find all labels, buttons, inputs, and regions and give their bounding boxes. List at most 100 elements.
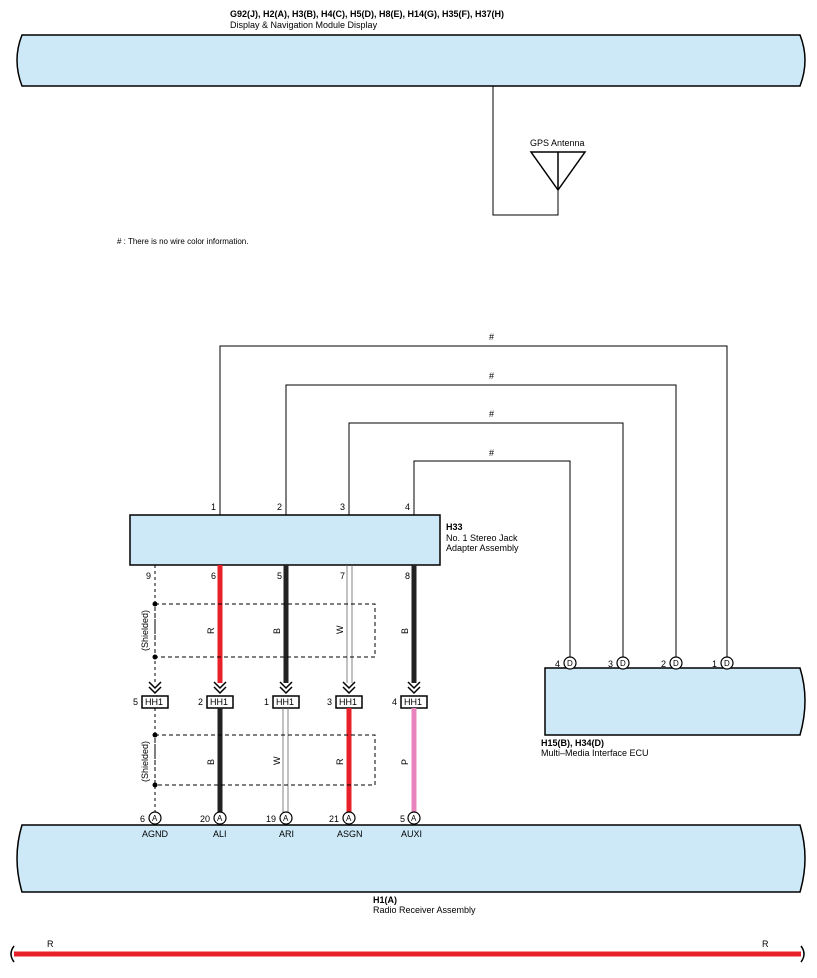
junction-pin: 5 [133,697,138,707]
wire-color-code: R [206,627,216,634]
stereo-jack-name-1: No. 1 Stereo Jack [446,533,518,543]
shield-node [152,601,158,607]
signal-name: AGND [142,829,169,839]
gps-antenna-wire [492,86,559,216]
shielded-label: (Shielded) [140,610,150,651]
junction-box [141,695,428,709]
no-color-mark: # [489,332,494,342]
connector-letter: D [567,659,573,668]
junction-pin: 3 [327,697,332,707]
connector-arrow-icon [148,681,421,695]
stereo-jack-adapter[interactable]: H33 No. 1 Stereo Jack Adapter Assembly 1… [129,502,519,581]
wire-color-code: P [400,759,410,765]
junction-hh1[interactable]: HH1 HH1 HH1 HH1 HH1 5 2 1 3 4 [133,681,428,709]
connector-pin-icon [279,811,293,825]
junction-name: HH1 [210,697,228,707]
stereo-jack-top-pin: 1 [211,502,216,512]
wire-pin3-to-mmi3 [348,422,624,657]
radio-pin-number: 21 [329,814,339,824]
connector-letter: D [724,659,730,668]
stereo-jack-top-pin: 3 [340,502,345,512]
radio-receiver-name: Radio Receiver Assembly [373,905,476,915]
junction-pin: 4 [392,697,397,707]
radio-pin-number: 5 [400,814,405,824]
no-color-wires: # # # # [219,332,728,657]
display-navigation-module[interactable]: G92(J), H2(A), H3(B), H4(C), H5(D), H8(E… [16,9,806,87]
mmi-ecu[interactable]: D D D D 4 3 2 1 H15(B), H34(D) Multi–Med… [541,656,806,758]
connector-letter: A [346,814,352,823]
shielded-label: (Shielded) [140,741,150,782]
wire-pin4-to-mmi4 [413,460,571,657]
no-color-mark: # [489,409,494,419]
connector-letter: A [217,814,223,823]
power-line-left-bracket [10,945,15,963]
connector-letter: D [620,659,626,668]
mmi-ecu-body [544,667,806,736]
shield-node [152,732,158,738]
lower-wire-group: (Shielded) B W R P [140,708,417,812]
wire-pin2-to-mmi2 [285,384,677,657]
wire-color-code: B [206,759,216,765]
stereo-jack-bottom-pin: 7 [340,571,345,581]
connector-pin-icon [669,656,683,670]
junction-name: HH1 [145,697,163,707]
power-line: R R [10,939,805,963]
wire-color-code: W [335,625,345,634]
junction-pin: 2 [198,697,203,707]
stereo-jack-body [129,514,441,566]
mmi-ecu-name: Multi–Media Interface ECU [541,748,649,758]
mmi-pin-number: 4 [555,659,560,669]
mmi-pin-number: 2 [661,659,666,669]
upper-wire-group: (Shielded) R B W B [140,565,417,683]
connector-pin-icon [616,656,630,670]
shield-box-lower [154,734,376,786]
connector-pin-icon [407,811,421,825]
gps-antenna-label: GPS Antenna [530,138,585,148]
gps-antenna: GPS Antenna [492,86,587,216]
radio-receiver-code: H1(A) [373,895,397,905]
display-module-body [16,34,806,87]
stereo-jack-top-pin: 4 [405,502,410,512]
shield-node [152,782,158,788]
stereo-jack-bottom-pin: 6 [211,571,216,581]
wire-color-code: W [272,756,282,765]
stereo-jack-bottom-pin: 8 [405,571,410,581]
junction-pin: 1 [264,697,269,707]
mmi-pin-number: 1 [712,659,717,669]
stereo-jack-bottom-pin: 9 [146,571,151,581]
radio-pin-number: 6 [140,814,145,824]
connector-letter: A [283,814,289,823]
junction-name: HH1 [339,697,357,707]
radio-receiver-body [16,824,806,893]
junction-name: HH1 [404,697,422,707]
connector-pin-icon [563,656,577,670]
power-line-label-left: R [47,939,54,949]
display-module-name: Display & Navigation Module Display [230,20,378,30]
connector-letter: A [411,814,417,823]
wire-color-code: R [335,758,345,765]
shield-node [152,654,158,660]
power-line-label-right: R [762,939,769,949]
stereo-jack-top-pin: 2 [277,502,282,512]
mmi-pin-number: 3 [608,659,613,669]
radio-pin-number: 20 [200,814,210,824]
power-line-right-bracket [800,945,805,963]
shield-box-upper [154,603,376,658]
radio-pin-number: 19 [266,814,276,824]
stereo-jack-bottom-pin: 5 [277,571,282,581]
no-color-mark: # [489,448,494,458]
signal-name: AUXI [401,829,422,839]
signal-name: ARI [279,829,294,839]
display-module-codes: G92(J), H2(A), H3(B), H4(C), H5(D), H8(E… [230,9,504,19]
signal-name: ASGN [337,829,363,839]
connector-letter: D [673,659,679,668]
mmi-ecu-code: H15(B), H34(D) [541,738,604,748]
radio-receiver-pins[interactable]: A A A A A 6 20 19 21 5 [140,811,421,825]
no-color-mark: # [489,371,494,381]
radio-receiver-assembly[interactable]: AGND ALI ARI ASGN AUXI H1(A) Radio Recei… [16,824,806,915]
stereo-jack-code: H33 [446,522,463,532]
connector-pin-icon [342,811,356,825]
stereo-jack-name-2: Adapter Assembly [446,543,519,553]
wire-color-note: # : There is no wire color information. [117,237,248,246]
